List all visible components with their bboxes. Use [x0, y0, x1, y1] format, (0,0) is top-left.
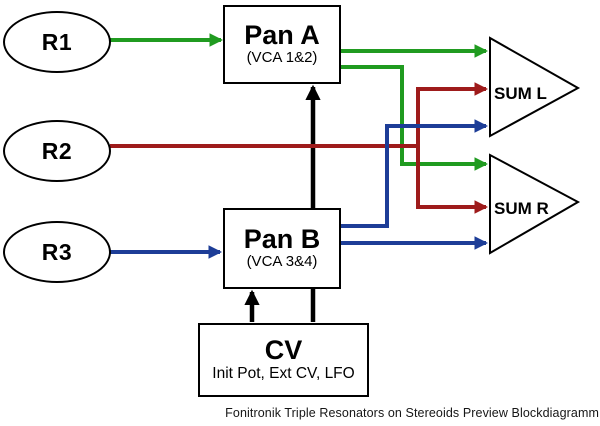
pan-a-title: Pan A: [244, 19, 320, 50]
sum-l-triangle: [489, 36, 581, 138]
cv-subtitle: Init Pot, Ext CV, LFO: [212, 365, 355, 383]
node-r3: R3: [3, 221, 111, 283]
sum-l-label: SUM L: [494, 84, 547, 103]
node-r2-label: R2: [41, 137, 73, 164]
node-cv: CV Init Pot, Ext CV, LFO: [198, 323, 369, 397]
node-r2: R2: [3, 120, 111, 182]
edge-pan-a-to-sum-r: [339, 65, 489, 171]
pan-a-subtitle: (VCA 1&2): [246, 49, 318, 67]
node-r1-label: R1: [41, 28, 73, 55]
edge-r2-to-sum-l: [110, 82, 489, 148]
sum-r-label: SUM R: [494, 199, 549, 218]
node-pan-b: Pan B (VCA 3&4): [223, 208, 341, 289]
node-pan-a: Pan A (VCA 1&2): [223, 5, 341, 84]
caption: Fonitronik Triple Resonators on Stereoid…: [225, 406, 599, 420]
sum-r-triangle: [489, 153, 581, 255]
node-r1: R1: [3, 11, 111, 73]
cv-title: CV: [264, 335, 303, 366]
edge-r2-to-sum-r: [416, 146, 489, 214]
node-r3-label: R3: [41, 238, 73, 265]
edge-pan-b-to-sum-l: [339, 119, 489, 228]
pan-b-subtitle: (VCA 3&4): [246, 253, 318, 271]
pan-b-title: Pan B: [243, 223, 321, 254]
